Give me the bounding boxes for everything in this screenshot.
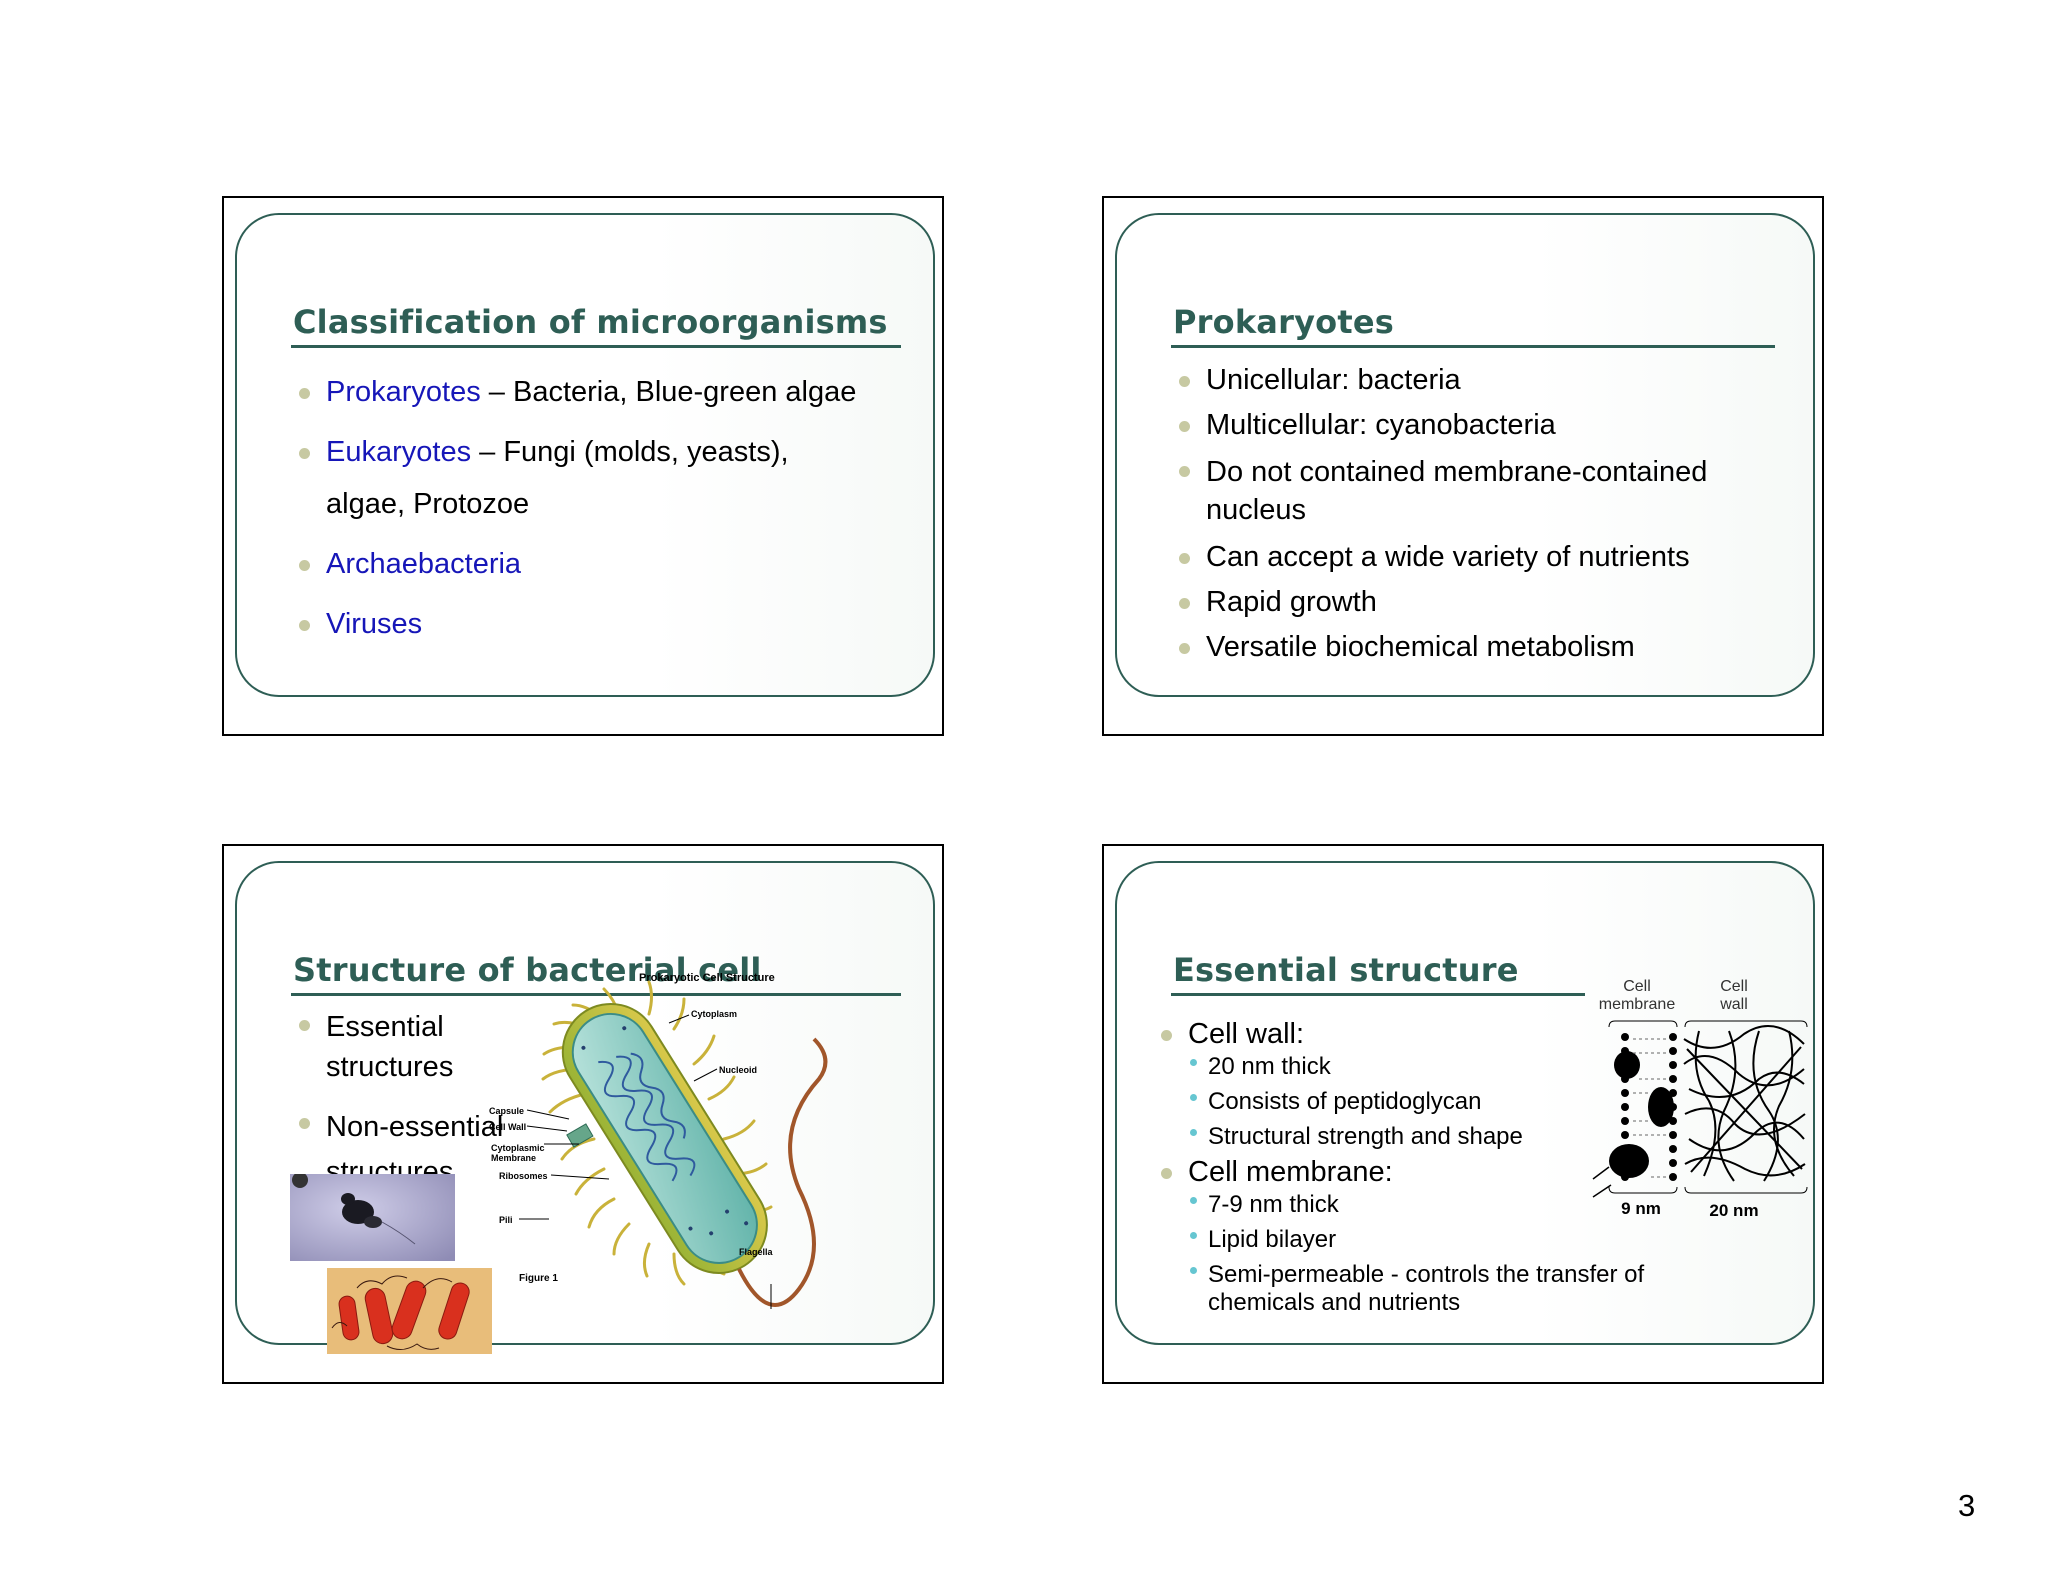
sub-item: 20 nm thick xyxy=(1188,1053,1601,1081)
list-item: Can accept a wide variety of nutrients xyxy=(1179,540,1779,574)
list-item: Cell membrane: 7-9 nm thick Lipid bilaye… xyxy=(1161,1155,1644,1317)
label-pili: Pili xyxy=(499,1215,513,1225)
term-description-continued: algae, Protozoe xyxy=(326,488,530,520)
sub-item: Structural strength and shape xyxy=(1188,1123,1601,1151)
nucleoid-icon xyxy=(598,1052,696,1182)
title-underline xyxy=(291,345,901,348)
bacteria-illustration-photo xyxy=(327,1268,492,1354)
sub-list: 7-9 nm thick Lipid bilayer Semi-permeabl… xyxy=(1188,1191,1708,1317)
sub-item: Consists of peptidoglycan xyxy=(1188,1088,1601,1116)
sub-item: Lipid bilayer xyxy=(1188,1226,1708,1254)
list-item: Rapid growth xyxy=(1179,585,1779,619)
slide-classification: Classification of microorganisms Prokary… xyxy=(222,196,944,736)
label-cytoplasmic: Cytoplasmic xyxy=(491,1143,545,1153)
term: Prokaryotes xyxy=(326,376,481,408)
title-underline xyxy=(1171,993,1585,996)
label-ribosomes: Ribosomes xyxy=(499,1171,548,1181)
label-capsule: Capsule xyxy=(489,1106,524,1116)
term: Eukaryotes xyxy=(326,436,472,468)
membrane-width-label: 9 nm xyxy=(1621,1199,1661,1218)
label-nucleoid: Nucleoid xyxy=(719,1065,757,1075)
slide-title: Prokaryotes xyxy=(1173,303,1394,341)
title-underline xyxy=(1171,345,1775,348)
slide-essential-structure: Essential structure Cell wall: 20 nm thi… xyxy=(1102,844,1824,1384)
title-underline xyxy=(291,993,901,996)
page-number: 3 xyxy=(1958,1488,1976,1523)
cell-wall-mesh-icon xyxy=(1683,1025,1806,1182)
structure-list: Cell wall: 20 nm thick Consists of pepti… xyxy=(1161,1017,1644,1317)
list-item: Eukaryotes – Fungi (molds, yeasts), algae… xyxy=(299,435,856,521)
label-cell-wall: Cell Wall xyxy=(489,1122,526,1132)
list-item: Cell wall: 20 nm thick Consists of pepti… xyxy=(1161,1017,1601,1151)
bullet-list: Cell wall: 20 nm thick Consists of pepti… xyxy=(1161,1017,1644,1317)
slide-card: Structure of bacterial cell Essential st… xyxy=(235,861,935,1354)
list-item: Multicellular: cyanobacteria xyxy=(1179,408,1779,442)
slide-title: Essential structure xyxy=(1173,951,1519,989)
term-description: – Bacteria, Blue-green algae xyxy=(480,376,857,408)
membrane-label-2: membrane xyxy=(1599,996,1676,1013)
bacteria-micrograph-photo xyxy=(290,1174,455,1261)
term-description: – Fungi (molds, yeasts), xyxy=(471,436,789,468)
slide-prokaryotes: Prokaryotes Unicellular: bacteria Multic… xyxy=(1102,196,1824,736)
sub-list: 20 nm thick Consists of peptidoglycan St… xyxy=(1188,1053,1601,1151)
flagellum-icon xyxy=(737,1037,828,1307)
list-item: Do not contained membrane-contained nucl… xyxy=(1179,453,1779,529)
wall-width-label: 20 nm xyxy=(1709,1201,1758,1220)
list-item: Versatile biochemical metabolism xyxy=(1179,630,1779,664)
membrane-label-1: Cell xyxy=(1623,978,1651,995)
term: Viruses xyxy=(326,608,423,640)
slide-card: Essential structure Cell wall: 20 nm thi… xyxy=(1115,861,1815,1345)
slide-title: Structure of bacterial cell xyxy=(293,951,762,989)
slide-card: Prokaryotes Unicellular: bacteria Multic… xyxy=(1115,213,1815,697)
group-heading: Cell membrane: xyxy=(1188,1156,1393,1188)
group-heading: Cell wall: xyxy=(1188,1018,1305,1050)
list-item: Viruses xyxy=(299,607,856,641)
diagram-title: Prokaryotic Cell Structure xyxy=(639,972,775,984)
cell-envelope-figure: Cell membrane Cell wall xyxy=(1592,978,1808,1220)
list-item: Prokaryotes – Bacteria, Blue-green algae xyxy=(299,375,856,409)
sub-item: Semi-permeable - controls the transfer o… xyxy=(1188,1261,1708,1317)
label-flagella: Flagella xyxy=(739,1247,774,1257)
figure-caption: Figure 1 xyxy=(519,1273,558,1284)
wall-label-1: Cell xyxy=(1720,978,1748,995)
bullet-list: Prokaryotes – Bacteria, Blue-green algae… xyxy=(299,375,856,641)
slide-card: Classification of microorganisms Prokary… xyxy=(235,213,935,697)
membrane-icon xyxy=(1609,1033,1677,1181)
bullet-list: Unicellular: bacteria Multicellular: cya… xyxy=(1179,363,1779,664)
wall-label-2: wall xyxy=(1719,996,1748,1013)
label-cytoplasm: Cytoplasm xyxy=(691,1009,737,1019)
prokaryotic-cell-diagram: Prokaryotic Cell Structure xyxy=(489,972,828,1309)
slide-title: Classification of microorganisms xyxy=(293,303,888,341)
list-item: Essential structures xyxy=(299,1007,549,1087)
list-item: Unicellular: bacteria xyxy=(1179,363,1779,397)
slide-bacterial-cell: Structure of bacterial cell Essential st… xyxy=(222,844,944,1384)
term: Archaebacteria xyxy=(326,548,522,580)
sub-item: 7-9 nm thick xyxy=(1188,1191,1708,1219)
label-membrane: Membrane xyxy=(491,1153,536,1163)
list-item: Archaebacteria xyxy=(299,547,856,581)
